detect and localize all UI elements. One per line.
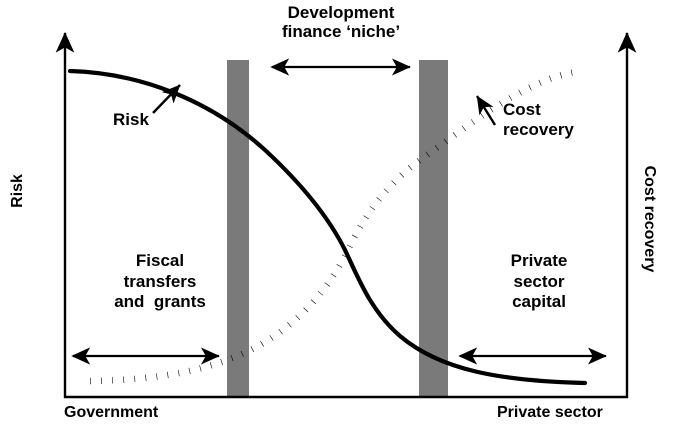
cost-recovery-pointer-arrow bbox=[475, 95, 497, 126]
risk-pointer-arrow bbox=[152, 84, 181, 114]
private-sector-capital-line-1: Private bbox=[510, 251, 568, 270]
chart-title-line-2: finance ‘niche’ bbox=[281, 22, 401, 42]
fiscal-transfers-line-2: transfers bbox=[123, 271, 197, 291]
risk-curve bbox=[67, 68, 588, 386]
right-threshold-band bbox=[419, 60, 448, 398]
left-threshold-band bbox=[227, 60, 249, 398]
x-axis-right-label: Private sector bbox=[497, 404, 603, 421]
private-sector-capital-line-3: capital bbox=[512, 292, 566, 312]
fiscal-transfers-line-1: Fiscal bbox=[135, 251, 185, 270]
cost-recovery-callout-line-2: recovery bbox=[503, 119, 574, 139]
risk-callout-label: Risk bbox=[113, 110, 149, 129]
y-axis-left-label: Risk bbox=[9, 174, 27, 208]
fiscal-transfers-line-3: and grants bbox=[114, 292, 206, 312]
cost-recovery-callout-line-1: Cost bbox=[503, 100, 541, 119]
chart-title-line-1: Development bbox=[287, 3, 395, 22]
x-axis-left-label: Government bbox=[64, 404, 159, 421]
private-sector-capital-line-2: sector bbox=[513, 271, 565, 291]
y-axis-right-label: Cost recovery bbox=[640, 165, 658, 273]
